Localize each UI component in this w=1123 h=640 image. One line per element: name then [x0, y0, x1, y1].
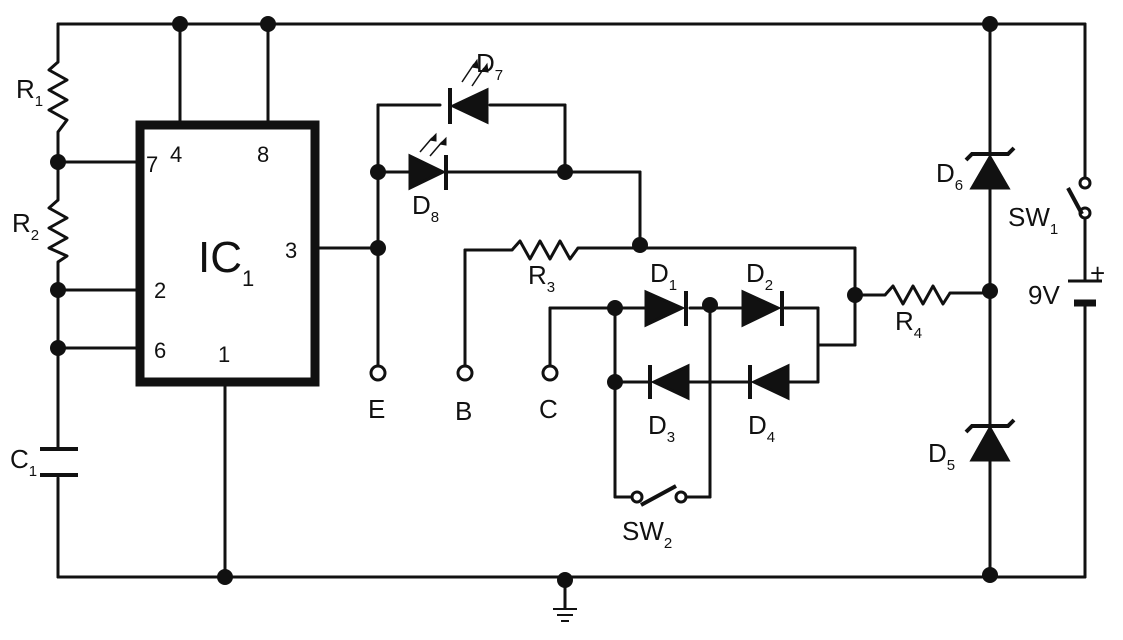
switch-sw1	[1066, 176, 1092, 220]
diode-d2	[741, 289, 784, 328]
label-terminal-e: E	[368, 394, 385, 424]
pin-7: 7	[146, 152, 158, 177]
label-terminal-b: B	[455, 396, 472, 426]
resistor-r2	[47, 198, 69, 264]
label-d8: D8	[412, 190, 439, 226]
pin-2: 2	[154, 278, 166, 303]
label-d1: D1	[650, 258, 677, 294]
resistor-r4	[883, 284, 952, 306]
label-d4: D4	[748, 410, 775, 446]
led-d7	[448, 58, 489, 125]
label-ic1: IC1	[198, 233, 254, 291]
label-d2: D2	[746, 258, 773, 294]
zener-diode-d5	[964, 418, 1016, 462]
capacitor-c1	[40, 447, 78, 477]
label-battery-plus: +	[1090, 258, 1105, 288]
pin-4: 4	[170, 142, 182, 167]
label-c1: C1	[10, 444, 37, 480]
led-d8	[408, 132, 448, 191]
label-r3: R3	[528, 260, 555, 296]
label-r1: R1	[16, 74, 43, 110]
ground-symbol	[553, 608, 577, 622]
terminal-b	[456, 364, 474, 382]
label-d3: D3	[648, 410, 675, 446]
ic1-body	[135, 120, 320, 387]
pin-3: 3	[285, 238, 297, 263]
label-r2: R2	[12, 208, 39, 244]
pin-6: 6	[154, 338, 166, 363]
label-terminal-c: C	[539, 394, 558, 424]
terminal-e	[369, 364, 387, 382]
label-r4: R4	[895, 306, 922, 342]
label-d5: D5	[928, 438, 955, 474]
terminal-c	[541, 364, 559, 382]
resistor-r1	[47, 60, 69, 133]
resistor-r3	[510, 239, 580, 261]
label-d7: D7	[476, 48, 503, 84]
label-battery: 9V	[1028, 280, 1060, 310]
switch-sw2	[630, 484, 688, 507]
label-sw2: SW2	[622, 516, 672, 552]
diode-d3	[648, 363, 690, 401]
junction-dots	[50, 16, 998, 588]
diode-d1	[644, 289, 688, 328]
zener-diode-d6	[964, 146, 1016, 190]
diode-d4	[748, 363, 790, 401]
pin-8: 8	[257, 142, 269, 167]
label-d6: D6	[936, 158, 963, 194]
pin-1: 1	[218, 342, 230, 367]
label-sw1: SW1	[1008, 202, 1058, 238]
battery-9v	[1068, 279, 1102, 307]
